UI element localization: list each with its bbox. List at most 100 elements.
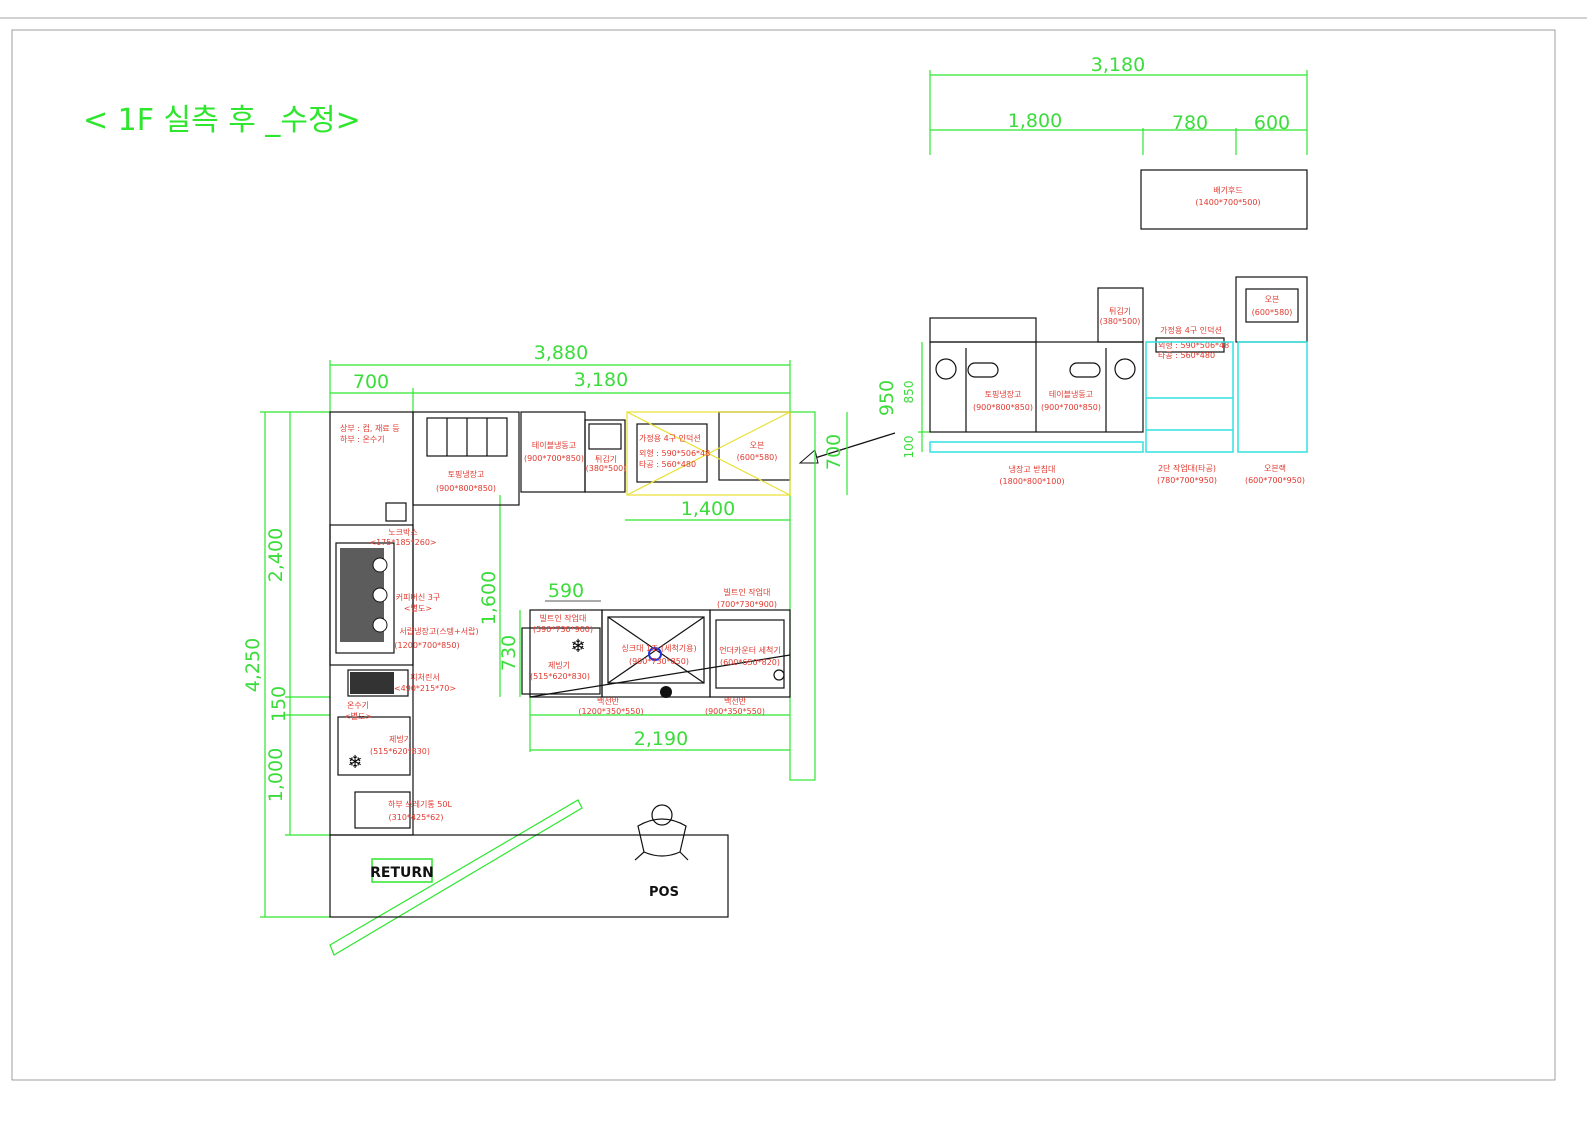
water-heater-label: 온수기	[347, 701, 369, 710]
plan-dimension-lines	[260, 360, 848, 956]
elev-fridge1-size: (900*800*850)	[973, 403, 1033, 412]
knockbox-size: <175*185*260>	[369, 538, 436, 547]
ovenrack-size: (600*700*950)	[1245, 476, 1305, 485]
rinser-label: 피처린서	[410, 672, 439, 682]
callout-arrow	[801, 432, 896, 463]
sink-label: 싱크대 1조 (세척기용)	[621, 643, 696, 653]
elev-induction-label: 가정용 4구 인덕션	[1160, 325, 1222, 335]
dim-plan-1400: 1,400	[681, 498, 735, 520]
shelf1-label: 백선반	[597, 696, 620, 706]
dim-plan-700-right: 700	[823, 434, 845, 470]
coffee-note: <별도>	[404, 603, 432, 613]
induction-zone	[626, 411, 791, 496]
fryer-size: (380*500)	[586, 464, 627, 473]
bench1-label: 빌트인 작업대	[540, 613, 587, 623]
workbench-size: (780*700*950)	[1157, 476, 1217, 485]
person-icon	[634, 804, 689, 861]
pos-label: POS	[649, 885, 679, 900]
drawing-title: < 1F 실측 후 _수정>	[83, 103, 361, 138]
washer-size: (600*650*820)	[720, 658, 780, 667]
ice1-label: 제빙기	[389, 735, 411, 744]
elev-fridge1-label: 토핑냉장고	[985, 389, 1022, 399]
dim-elev-780: 780	[1172, 112, 1208, 134]
dim-plan-150: 150	[268, 686, 290, 722]
bench1-size: (590*730*900)	[533, 625, 593, 634]
elev-induction-hole: 타공 : 560*480	[1158, 351, 1215, 360]
dim-elev-600: 600	[1254, 112, 1290, 134]
rinser-size: <490*215*70>	[394, 684, 456, 693]
dim-plan-2190: 2,190	[634, 728, 688, 750]
induction-outer: 외형 : 590*506*48	[639, 448, 710, 458]
topping-label: 토핑냉장고	[448, 469, 485, 479]
rinser-grid	[350, 672, 394, 694]
hood-label: 배기후드	[1213, 186, 1242, 195]
topping-size: (900*800*850)	[436, 484, 496, 493]
induction-hole: 타공 : 560*480	[639, 460, 696, 469]
dim-elev-850: 850	[902, 381, 916, 404]
dim-plan-1000: 1,000	[265, 748, 287, 802]
elev-fryer-label: 튀김기	[1109, 306, 1131, 316]
ice2-label: 제빙기	[548, 661, 570, 670]
ice2-size: (515*620*830)	[530, 672, 590, 681]
table-freezer-size: (900*700*850)	[524, 454, 584, 463]
stands	[929, 341, 1308, 453]
dim-plan-3180: 3,180	[574, 369, 628, 391]
fridge-top	[929, 317, 1037, 343]
drain-icon	[648, 647, 662, 661]
shelf1-size: (1200*350*550)	[578, 707, 643, 716]
trash-label: 하부 쓰레기통 50L	[388, 799, 452, 809]
water-heater-note: <별도>	[344, 711, 372, 721]
dim-plan-4250: 4,250	[242, 638, 264, 692]
bench2-size: (700*730*900)	[717, 600, 777, 609]
oven-label: 오븐	[750, 441, 765, 450]
dim-plan-2400: 2,400	[265, 528, 287, 582]
dim-elev-total: 3,180	[1091, 54, 1145, 76]
washer-label: 언더카운터 세척기	[719, 645, 780, 655]
table-freezer-label: 테이블냉동고	[532, 440, 576, 450]
elev-fryer	[1097, 287, 1144, 343]
elev-fridge2-size: (900*700*850)	[1041, 403, 1101, 412]
arrow-head-icon	[798, 449, 819, 464]
dim-plan-1600: 1,600	[478, 571, 500, 625]
ice1-size: (515*620*830)	[370, 747, 430, 756]
fryer-label: 튀김기	[595, 454, 617, 464]
elev-induction-outer: 외형 : 590*506*48	[1158, 340, 1229, 350]
sheet-border	[11, 29, 1556, 1081]
ovenrack-label: 오븐랙	[1264, 463, 1286, 473]
elev-oven-label: 오븐	[1265, 295, 1280, 304]
elevation-view: 3,180 1,800 780 600 950 850 100 배기후드 (14…	[798, 54, 1308, 486]
elev-fridge2-label: 테이블냉동고	[1049, 389, 1093, 399]
return-label: RETURN	[370, 865, 434, 881]
dim-plan-730: 730	[498, 635, 520, 671]
dim-plan-700: 700	[353, 371, 389, 393]
elev-oven-size: (600*580)	[1252, 308, 1293, 317]
knockbox-label: 노크박스	[388, 527, 417, 537]
hood	[1140, 169, 1308, 230]
dim-elev-100: 100	[902, 436, 916, 459]
coffee-label: 커피머신 3구	[396, 593, 440, 602]
sink-size: (900*730*850)	[629, 657, 689, 666]
dim-elev-1800: 1,800	[1008, 110, 1062, 132]
shelf-note-1: 상부 : 컵, 재료 등	[340, 423, 400, 433]
burner-icon	[660, 686, 672, 698]
shelf-note-2: 하부 : 온수기	[340, 434, 385, 444]
floor-plan: 3,880 700 3,180 1,400 590 2,190 4,250 2,…	[242, 342, 848, 956]
return-box	[371, 858, 433, 883]
shelf2-label: 백선반	[724, 696, 747, 706]
stand-size: (1800*800*100)	[999, 477, 1064, 486]
elev-induction	[1155, 337, 1225, 353]
dim-plan-590: 590	[548, 580, 584, 602]
elevation-dimension-lines	[918, 70, 1308, 452]
dim-plan-total: 3,880	[534, 342, 588, 364]
induction-label: 가정용 4구 인덕션	[639, 433, 701, 443]
trash-size: (310*425*62)	[389, 813, 444, 822]
stand-label: 냉장고 받침대	[1009, 464, 1056, 474]
drawer-fridge-size: (1200*700*850)	[394, 641, 459, 650]
bench2-label: 빌트인 작업대	[724, 587, 771, 597]
snowflake-icon: ❄	[570, 636, 585, 657]
workbench-label: 2단 작업대(타공)	[1158, 463, 1216, 473]
elev-fryer-size: (380*500)	[1100, 317, 1141, 326]
snowflake-icon: ❄	[347, 752, 362, 773]
oven-size: (600*580)	[737, 453, 778, 462]
